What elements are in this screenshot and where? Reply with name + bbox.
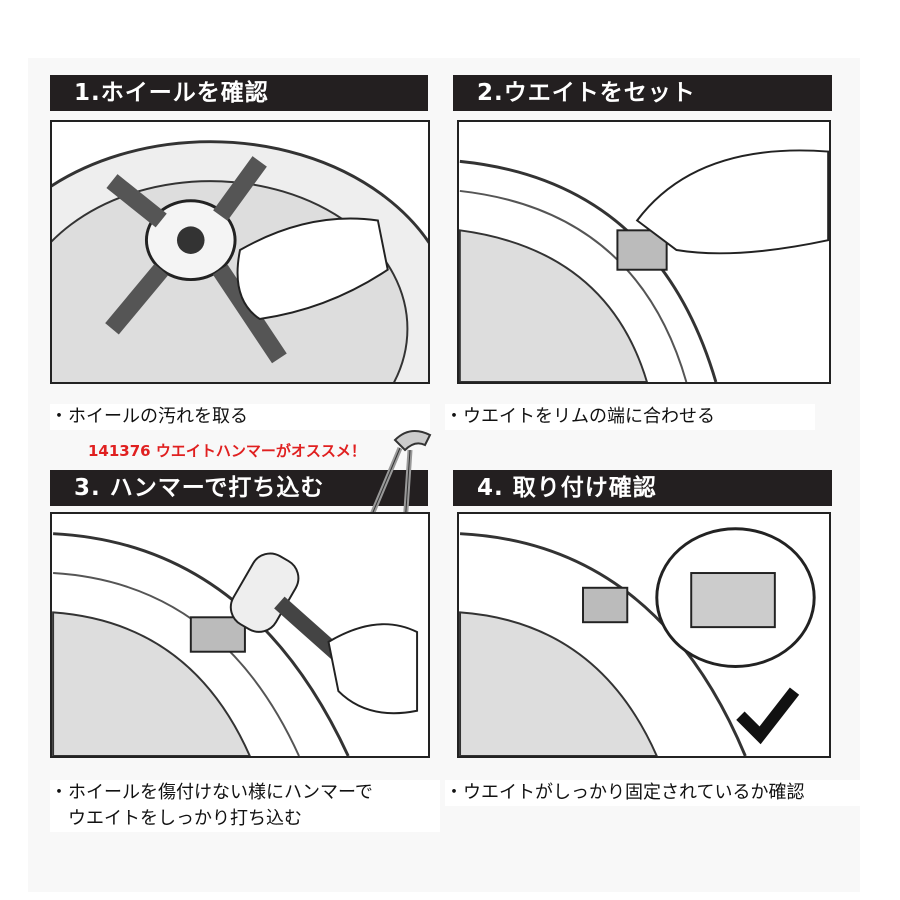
step-3-title: 3. ハンマーで打ち込む	[50, 470, 428, 506]
step-1-caption: ・ホイールの汚れを取る	[50, 404, 430, 430]
step-2-illustration	[457, 120, 831, 384]
step-4-illustration	[457, 512, 831, 758]
step-2-title: 2.ウエイトをセット	[453, 75, 832, 111]
step-3-illustration	[50, 512, 430, 758]
step-1-title: 1.ホイールを確認	[50, 75, 428, 111]
step-3-caption-line-2: ウエイトをしっかり打ち込む	[50, 808, 302, 829]
installed-check-image	[459, 527, 816, 756]
step-3-caption: ・ホイールを傷付けない様にハンマーで ウエイトをしっかり打ち込む	[50, 780, 440, 832]
promo-text: 141376 ウエイトハンマーがオススメ！	[88, 442, 366, 460]
step-1-illustration	[50, 120, 430, 384]
step-3-caption-line-1: ・ホイールを傷付けない様にハンマーで	[50, 782, 373, 803]
step-4-title: 4. 取り付け確認	[453, 470, 832, 506]
step-4-caption: ・ウエイトがしっかり固定されているか確認	[445, 780, 865, 806]
weight-set-image	[459, 149, 829, 382]
step-2-caption: ・ウエイトをリムの端に合わせる	[445, 404, 815, 430]
wheel-cleaning-image	[52, 140, 428, 382]
hammering-image	[52, 532, 419, 756]
